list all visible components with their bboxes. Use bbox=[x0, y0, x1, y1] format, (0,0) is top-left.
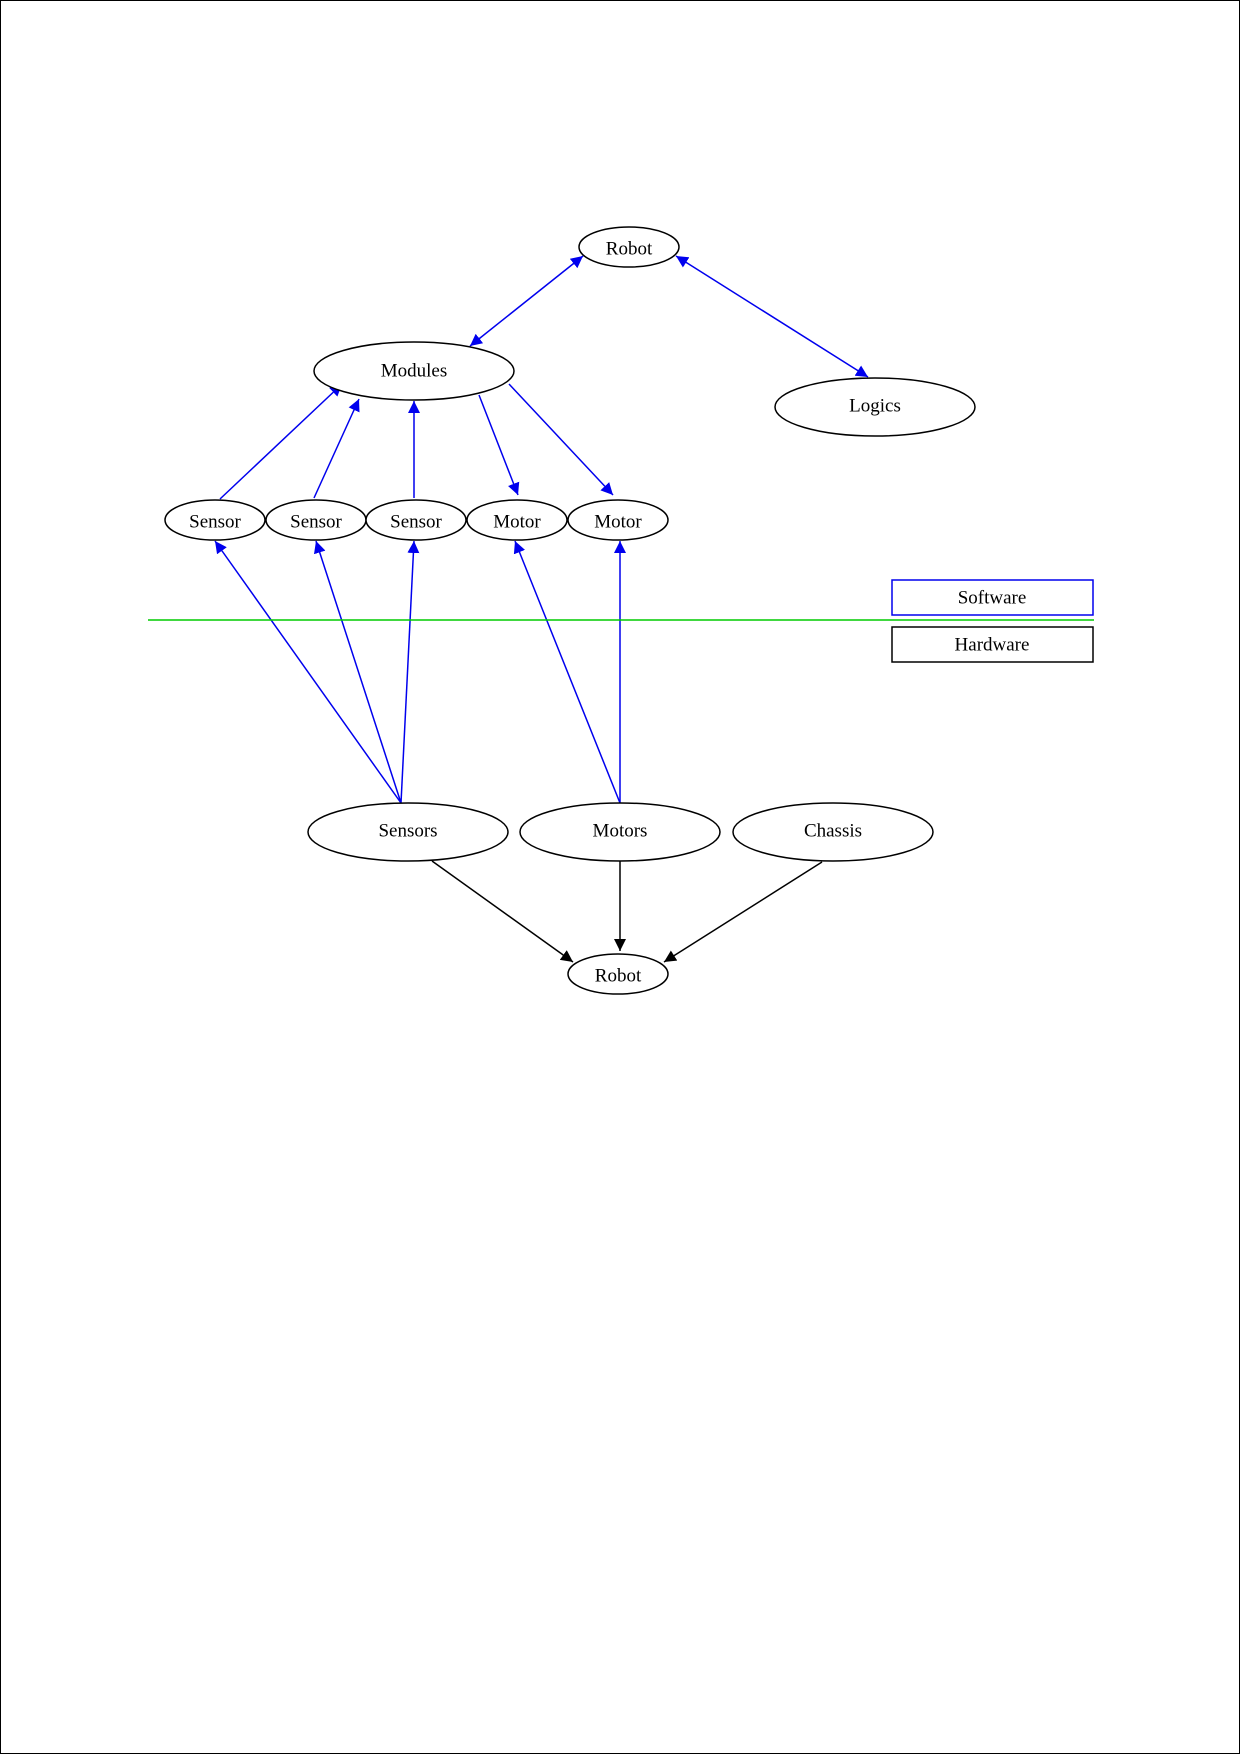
legend-hardware-box bbox=[891, 626, 1094, 663]
edge-sensors-to-sensor-1 bbox=[214, 540, 402, 804]
node-logics: Logics bbox=[774, 377, 976, 437]
nodes-layer: Robot Modules Logics Sensor Sensor Senso… bbox=[164, 226, 976, 995]
edges-layer bbox=[214, 255, 869, 963]
legend: Software Hardware bbox=[891, 579, 1094, 663]
node-sensor-2: Sensor bbox=[265, 499, 367, 541]
node-motor-1-label: Motor bbox=[493, 512, 541, 533]
edge-sensor-1-to-modules bbox=[219, 383, 343, 500]
edge-sensor-2-to-modules bbox=[313, 398, 360, 499]
node-logics-label: Logics bbox=[849, 396, 901, 417]
edge-sensors-to-sensor-3 bbox=[400, 540, 420, 804]
legend-hardware-label: Hardware bbox=[955, 635, 1030, 656]
node-sensors: Sensors bbox=[307, 802, 509, 862]
node-motors: Motors bbox=[519, 802, 721, 862]
node-modules: Modules bbox=[313, 341, 515, 401]
node-hardware-robot: Robot bbox=[567, 953, 669, 995]
legend-software-box bbox=[891, 579, 1094, 616]
node-sensor-3: Sensor bbox=[365, 499, 467, 541]
node-sensor-2-label: Sensor bbox=[290, 512, 342, 533]
node-motor-2: Motor bbox=[567, 499, 669, 541]
node-motors-label: Motors bbox=[593, 821, 648, 842]
edge-modules-to-motor-2 bbox=[508, 383, 614, 496]
node-motor-2-label: Motor bbox=[594, 512, 642, 533]
node-sensor-1: Sensor bbox=[164, 499, 266, 541]
node-chassis-label: Chassis bbox=[804, 821, 862, 842]
edge-chassis-to-hw-robot bbox=[663, 861, 823, 963]
edge-sw-robot-to-logics bbox=[675, 255, 869, 378]
edge-modules-to-motor-1 bbox=[478, 394, 520, 496]
node-sensor-1-label: Sensor bbox=[189, 512, 241, 533]
node-hardware-robot-label: Robot bbox=[595, 966, 642, 987]
node-software-robot: Robot bbox=[578, 226, 680, 268]
node-chassis: Chassis bbox=[732, 802, 934, 862]
edge-sw-robot-to-modules bbox=[469, 255, 584, 347]
edge-sensors-to-sensor-2 bbox=[313, 540, 402, 804]
edge-motors-to-motor-1 bbox=[513, 540, 621, 804]
node-modules-label: Modules bbox=[381, 361, 448, 382]
legend-software-label: Software bbox=[958, 588, 1027, 609]
node-sensor-3-label: Sensor bbox=[390, 512, 442, 533]
node-motor-1: Motor bbox=[466, 499, 568, 541]
node-software-robot-label: Robot bbox=[606, 239, 653, 260]
node-sensors-label: Sensors bbox=[378, 821, 437, 842]
edge-sensors-to-hw-robot bbox=[431, 860, 574, 963]
